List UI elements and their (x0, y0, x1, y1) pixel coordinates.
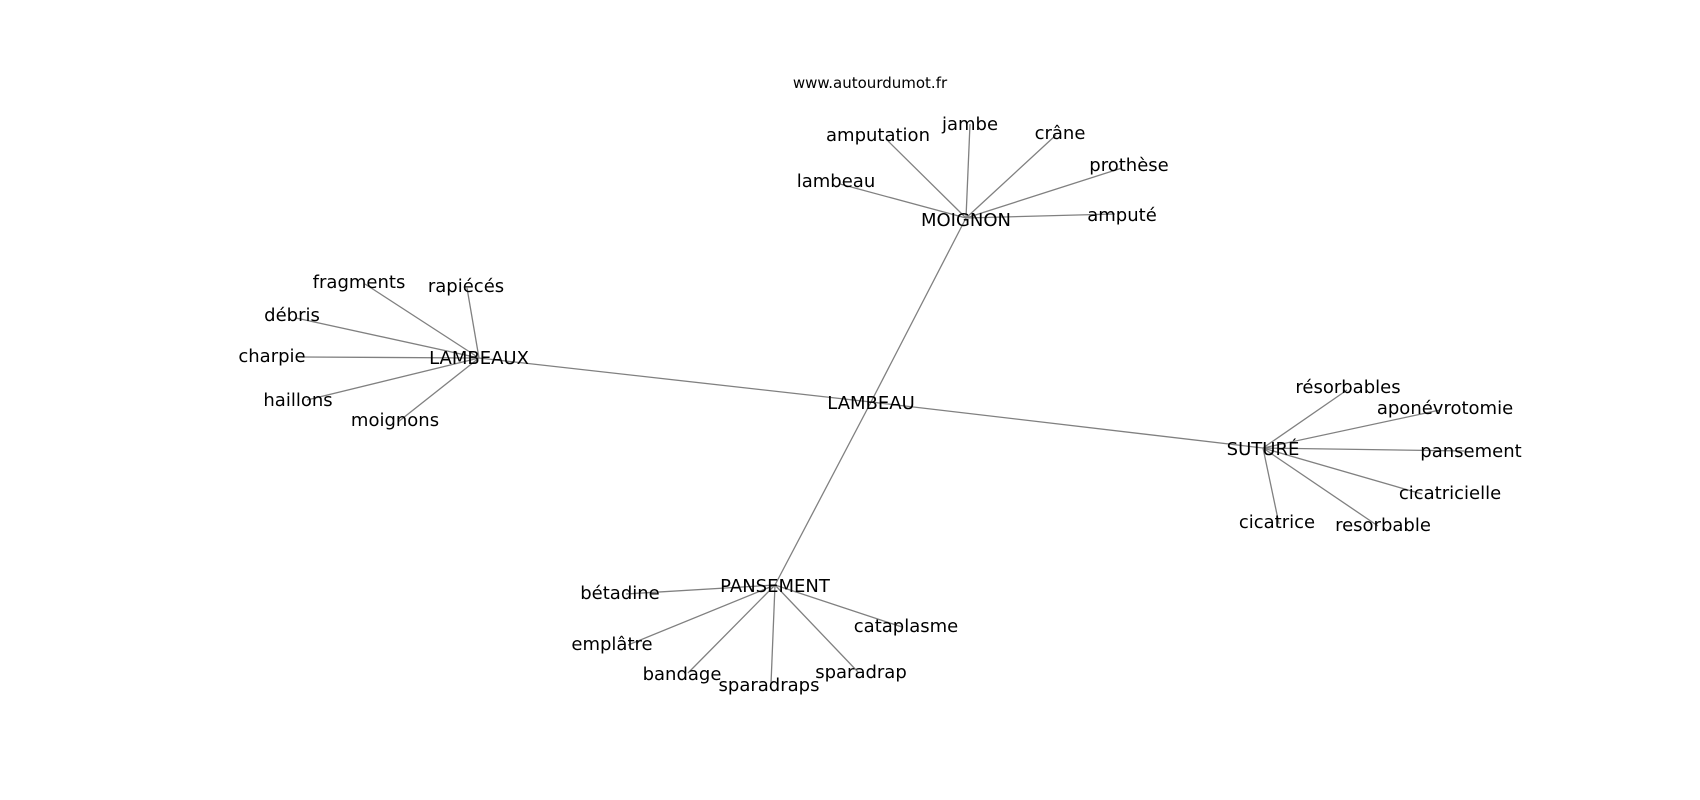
edge-line (870, 217, 967, 403)
hub-label-pansement: PANSEMENT (720, 576, 831, 597)
hub-label-lambeaux: LAMBEAUX (429, 348, 529, 369)
edge-line (870, 401, 1264, 449)
word-sparadraps: sparadraps (719, 675, 820, 696)
word-lambeau: lambeau (797, 171, 876, 192)
word-sparadrap: sparadrap (815, 662, 907, 683)
word-haillons: haillons (263, 390, 332, 411)
edge-line (687, 584, 776, 674)
word-cataplasme: cataplasme (854, 616, 958, 637)
word-ampute: amputé (1087, 205, 1157, 226)
edge-line (1262, 409, 1441, 449)
edge-line (364, 283, 480, 359)
center-node-label: LAMBEAU (827, 393, 915, 414)
edge-line (1262, 447, 1465, 452)
edge-line (774, 584, 859, 673)
source-credit: www.autourdumot.fr (793, 74, 948, 92)
word-resorbables: résorbables (1295, 377, 1400, 398)
word-emplatre: emplâtre (571, 634, 652, 655)
word-moignons: moignons (351, 410, 439, 431)
word-crane: crâne (1035, 123, 1086, 144)
edge-line (306, 357, 480, 401)
word-rapieces: rapiécés (428, 276, 504, 297)
word-jambe: jambe (941, 114, 998, 135)
word-prothese: prothèse (1089, 155, 1168, 176)
edge-line (965, 167, 1123, 219)
hub-label-moignon: MOIGNON (921, 210, 1011, 231)
edge-line (774, 584, 903, 628)
edge-line (1262, 447, 1280, 525)
edge-line (625, 584, 776, 595)
word-resorbable: resorbable (1335, 515, 1431, 536)
word-charpie: charpie (238, 346, 305, 367)
edge-line (965, 134, 1057, 219)
edge-line (466, 287, 480, 359)
edge-line (839, 183, 967, 219)
edge-line (774, 401, 872, 586)
edge-line (770, 584, 776, 685)
word-fragments: fragments (313, 272, 406, 293)
edge-layer (295, 123, 1465, 685)
edge-line (965, 213, 1116, 219)
edge-line (1262, 447, 1423, 495)
word-cicatricielle: cicatricielle (1399, 483, 1501, 504)
edge-line (1262, 447, 1379, 527)
edge-line (301, 356, 480, 359)
word-debris: débris (264, 305, 320, 326)
word-pansement: pansement (1420, 441, 1521, 462)
edge-line (478, 357, 872, 403)
word-cicatrice: cicatrice (1239, 512, 1315, 533)
edge-line (295, 317, 480, 359)
edge-line (887, 140, 967, 219)
edge-line (1262, 389, 1348, 449)
word-betadine: bétadine (580, 583, 660, 604)
word-bandage: bandage (643, 664, 722, 685)
edge-line (397, 357, 480, 423)
word-amputation: amputation (826, 125, 930, 146)
edge-line (627, 584, 776, 646)
edge-line (965, 123, 971, 219)
word-aponevrotomie: aponévrotomie (1377, 398, 1513, 419)
hub-label-sature: SUTURÉ (1227, 438, 1300, 460)
